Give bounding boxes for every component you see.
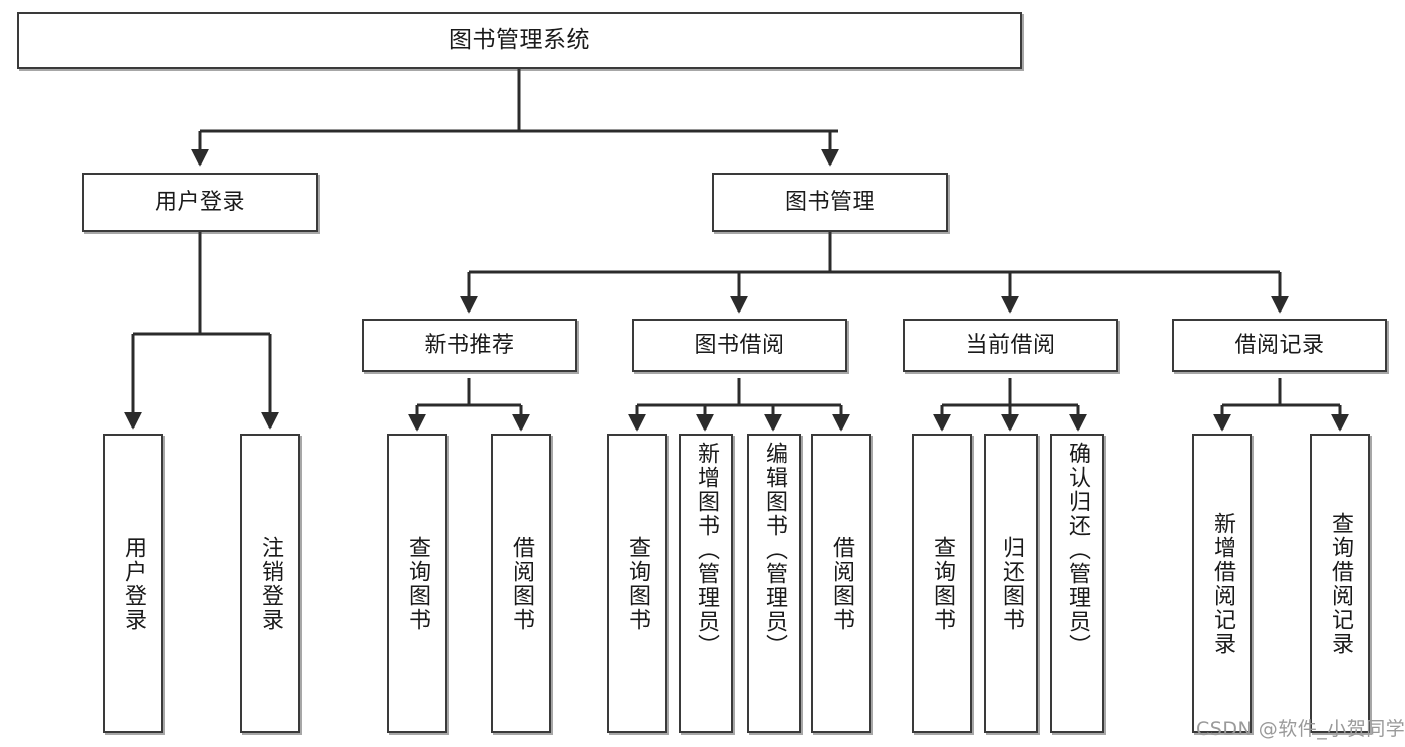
leaf-new-book-query[interactable]: 查询图书 <box>387 434 447 733</box>
node-label: 编辑图书（管理员） <box>761 442 787 658</box>
node-label: 图书管理 <box>784 189 875 215</box>
leaf-user-login-login[interactable]: 用户登录 <box>103 434 163 733</box>
node-label: 用户登录 <box>154 189 245 215</box>
node-root-system[interactable]: 图书管理系统 <box>17 12 1022 69</box>
leaf-current-borrow-confirm[interactable]: 确认归还（管理员） <box>1050 434 1104 733</box>
node-label: 当前借阅 <box>965 332 1056 358</box>
leaf-borrow-record-query[interactable]: 查询借阅记录 <box>1310 434 1370 733</box>
node-user-login[interactable]: 用户登录 <box>82 173 318 232</box>
node-label: 归还图书 <box>998 535 1024 632</box>
node-borrow-record[interactable]: 借阅记录 <box>1172 319 1387 372</box>
node-label: 查询图书 <box>929 535 955 632</box>
node-current-borrow[interactable]: 当前借阅 <box>903 319 1118 372</box>
node-label: 图书管理系统 <box>449 27 590 53</box>
node-label: 借阅记录 <box>1234 332 1325 358</box>
node-label: 注销登录 <box>257 535 283 632</box>
node-label: 新增图书（管理员） <box>693 442 719 658</box>
node-label: 查询图书 <box>404 535 430 632</box>
leaf-current-borrow-return[interactable]: 归还图书 <box>984 434 1038 733</box>
leaf-borrow-record-add[interactable]: 新增借阅记录 <box>1192 434 1252 733</box>
node-label: 新增借阅记录 <box>1209 511 1235 656</box>
node-label: 借阅图书 <box>828 535 854 632</box>
leaf-new-book-borrow[interactable]: 借阅图书 <box>491 434 551 733</box>
node-label: 确认归还（管理员） <box>1064 442 1090 658</box>
leaf-current-borrow-query[interactable]: 查询图书 <box>912 434 972 733</box>
node-label: 图书借阅 <box>694 332 785 358</box>
node-label: 用户登录 <box>120 535 146 632</box>
leaf-book-borrow-edit[interactable]: 编辑图书（管理员） <box>747 434 801 733</box>
node-new-book-recommend[interactable]: 新书推荐 <box>362 319 577 372</box>
node-book-management[interactable]: 图书管理 <box>712 173 948 232</box>
node-label: 查询借阅记录 <box>1327 511 1353 656</box>
leaf-user-login-logout[interactable]: 注销登录 <box>240 434 300 733</box>
leaf-book-borrow-add[interactable]: 新增图书（管理员） <box>679 434 733 733</box>
leaf-book-borrow-query[interactable]: 查询图书 <box>607 434 667 733</box>
leaf-book-borrow-borrow[interactable]: 借阅图书 <box>811 434 871 733</box>
node-label: 借阅图书 <box>508 535 534 632</box>
node-book-borrow[interactable]: 图书借阅 <box>632 319 847 372</box>
node-label: 新书推荐 <box>424 332 515 358</box>
node-label: 查询图书 <box>624 535 650 632</box>
